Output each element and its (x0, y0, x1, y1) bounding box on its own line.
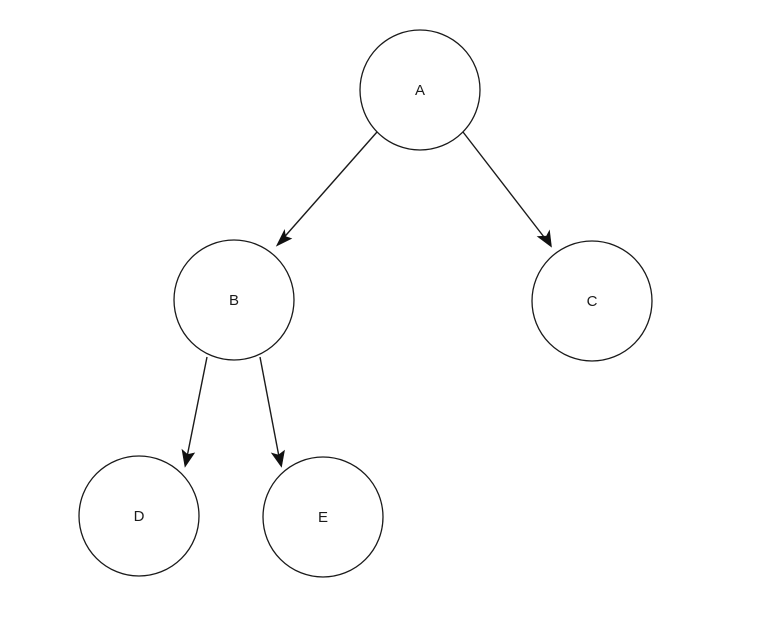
edge-b-to-d-line (185, 356, 208, 463)
node-c-circle (531, 240, 653, 362)
node-a-label: A (415, 82, 425, 99)
edge-b-to-e-line (259, 356, 281, 463)
edge-a-to-b-line (278, 131, 378, 243)
edges-layer (181, 131, 552, 468)
edge-a-to-c-line (462, 131, 550, 244)
node-d[interactable]: D (78, 455, 200, 577)
edge-b-to-e[interactable] (259, 356, 285, 468)
edge-b-to-d-arrowhead (181, 448, 196, 468)
edge-b-to-e-arrowhead (270, 449, 285, 468)
node-c[interactable]: C (531, 240, 653, 362)
node-e-circle (262, 456, 384, 578)
node-d-circle (78, 455, 200, 577)
nodes-layer: A B C D E (78, 29, 653, 578)
node-a-circle (359, 29, 481, 151)
node-c-label: C (587, 293, 598, 310)
edge-b-to-d[interactable] (181, 356, 208, 468)
node-d-label: D (134, 508, 145, 525)
node-a[interactable]: A (359, 29, 481, 151)
edge-a-to-c-arrowhead (536, 229, 552, 248)
node-b[interactable]: B (173, 239, 295, 361)
node-b-circle (173, 239, 295, 361)
edge-a-to-b[interactable] (275, 131, 378, 247)
edge-a-to-b-arrowhead (275, 229, 293, 247)
node-e[interactable]: E (262, 456, 384, 578)
edge-a-to-c[interactable] (462, 131, 552, 248)
node-e-label: E (318, 509, 328, 526)
node-b-label: B (229, 292, 239, 309)
